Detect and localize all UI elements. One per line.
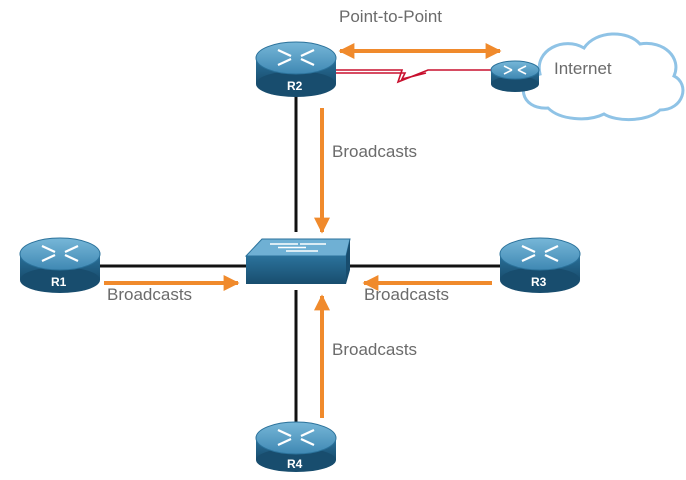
router-label: R4 — [287, 457, 303, 471]
broadcast-label-r3: Broadcasts — [364, 285, 449, 304]
internet-cloud: Internet — [522, 32, 685, 121]
router-r3: R3 — [499, 237, 581, 293]
router-arrows-icon — [41, 245, 79, 262]
serial-link — [336, 69, 492, 84]
router-r4: R4 — [255, 421, 337, 472]
router-arrows-icon — [277, 49, 315, 66]
router-arrows-icon — [521, 245, 559, 262]
router-label: R3 — [531, 275, 547, 289]
router-r2: R2 — [255, 41, 337, 97]
isp-router — [490, 60, 540, 92]
broadcast-label-r4: Broadcasts — [332, 340, 417, 359]
switch — [244, 238, 351, 284]
broadcast-label-r2: Broadcasts — [332, 142, 417, 161]
internet-label: Internet — [554, 59, 612, 78]
switch-arrows-icon — [270, 243, 326, 252]
broadcast-label-r1: Broadcasts — [107, 285, 192, 304]
router-r1: R1 — [19, 237, 101, 293]
router-arrows-icon — [277, 429, 315, 446]
router-arrows-icon — [503, 65, 527, 75]
p2p-label: Point-to-Point — [339, 7, 442, 26]
traffic-arrows — [104, 43, 502, 418]
router-label: R2 — [287, 79, 303, 93]
ethernet-links — [100, 96, 500, 428]
router-label: R1 — [51, 275, 67, 289]
